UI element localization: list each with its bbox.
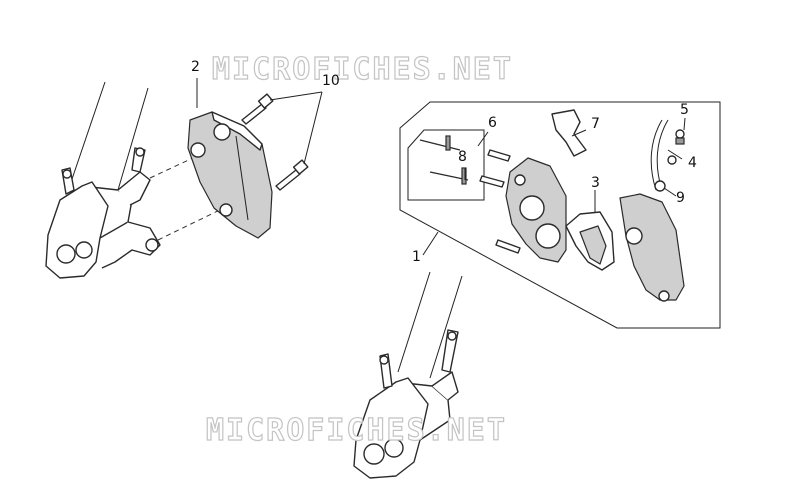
caliper-inner-half bbox=[505, 157, 567, 263]
callout-5: 5 bbox=[680, 102, 689, 118]
left-fork-assembly bbox=[45, 81, 231, 279]
callout-8: 8 bbox=[458, 149, 467, 165]
callout-4: 4 bbox=[688, 155, 697, 171]
brake-pads bbox=[565, 211, 615, 271]
callout-3: 3 bbox=[591, 175, 600, 191]
watermark-bottom: MICROFICHES.NET bbox=[205, 412, 507, 448]
exploded-inset-frame bbox=[399, 101, 721, 329]
bottom-fork-assembly bbox=[353, 271, 463, 479]
callout-7: 7 bbox=[591, 116, 600, 132]
callout-6: 6 bbox=[488, 115, 497, 131]
bleeder-and-fittings bbox=[650, 119, 685, 192]
callout-10: 10 bbox=[322, 73, 340, 89]
caliper-bolts-small bbox=[479, 149, 521, 254]
caliper-outer-half bbox=[619, 193, 685, 302]
mounting-bolts bbox=[241, 93, 309, 191]
watermark-top: MICROFICHES.NET bbox=[211, 51, 513, 87]
left-brake-caliper bbox=[187, 111, 273, 239]
pad-spring bbox=[551, 109, 587, 157]
callout-2: 2 bbox=[191, 59, 200, 75]
callout-9: 9 bbox=[676, 190, 685, 206]
leader-lines bbox=[196, 78, 686, 256]
pin-kit-box bbox=[407, 129, 485, 201]
callout-1: 1 bbox=[412, 249, 421, 265]
